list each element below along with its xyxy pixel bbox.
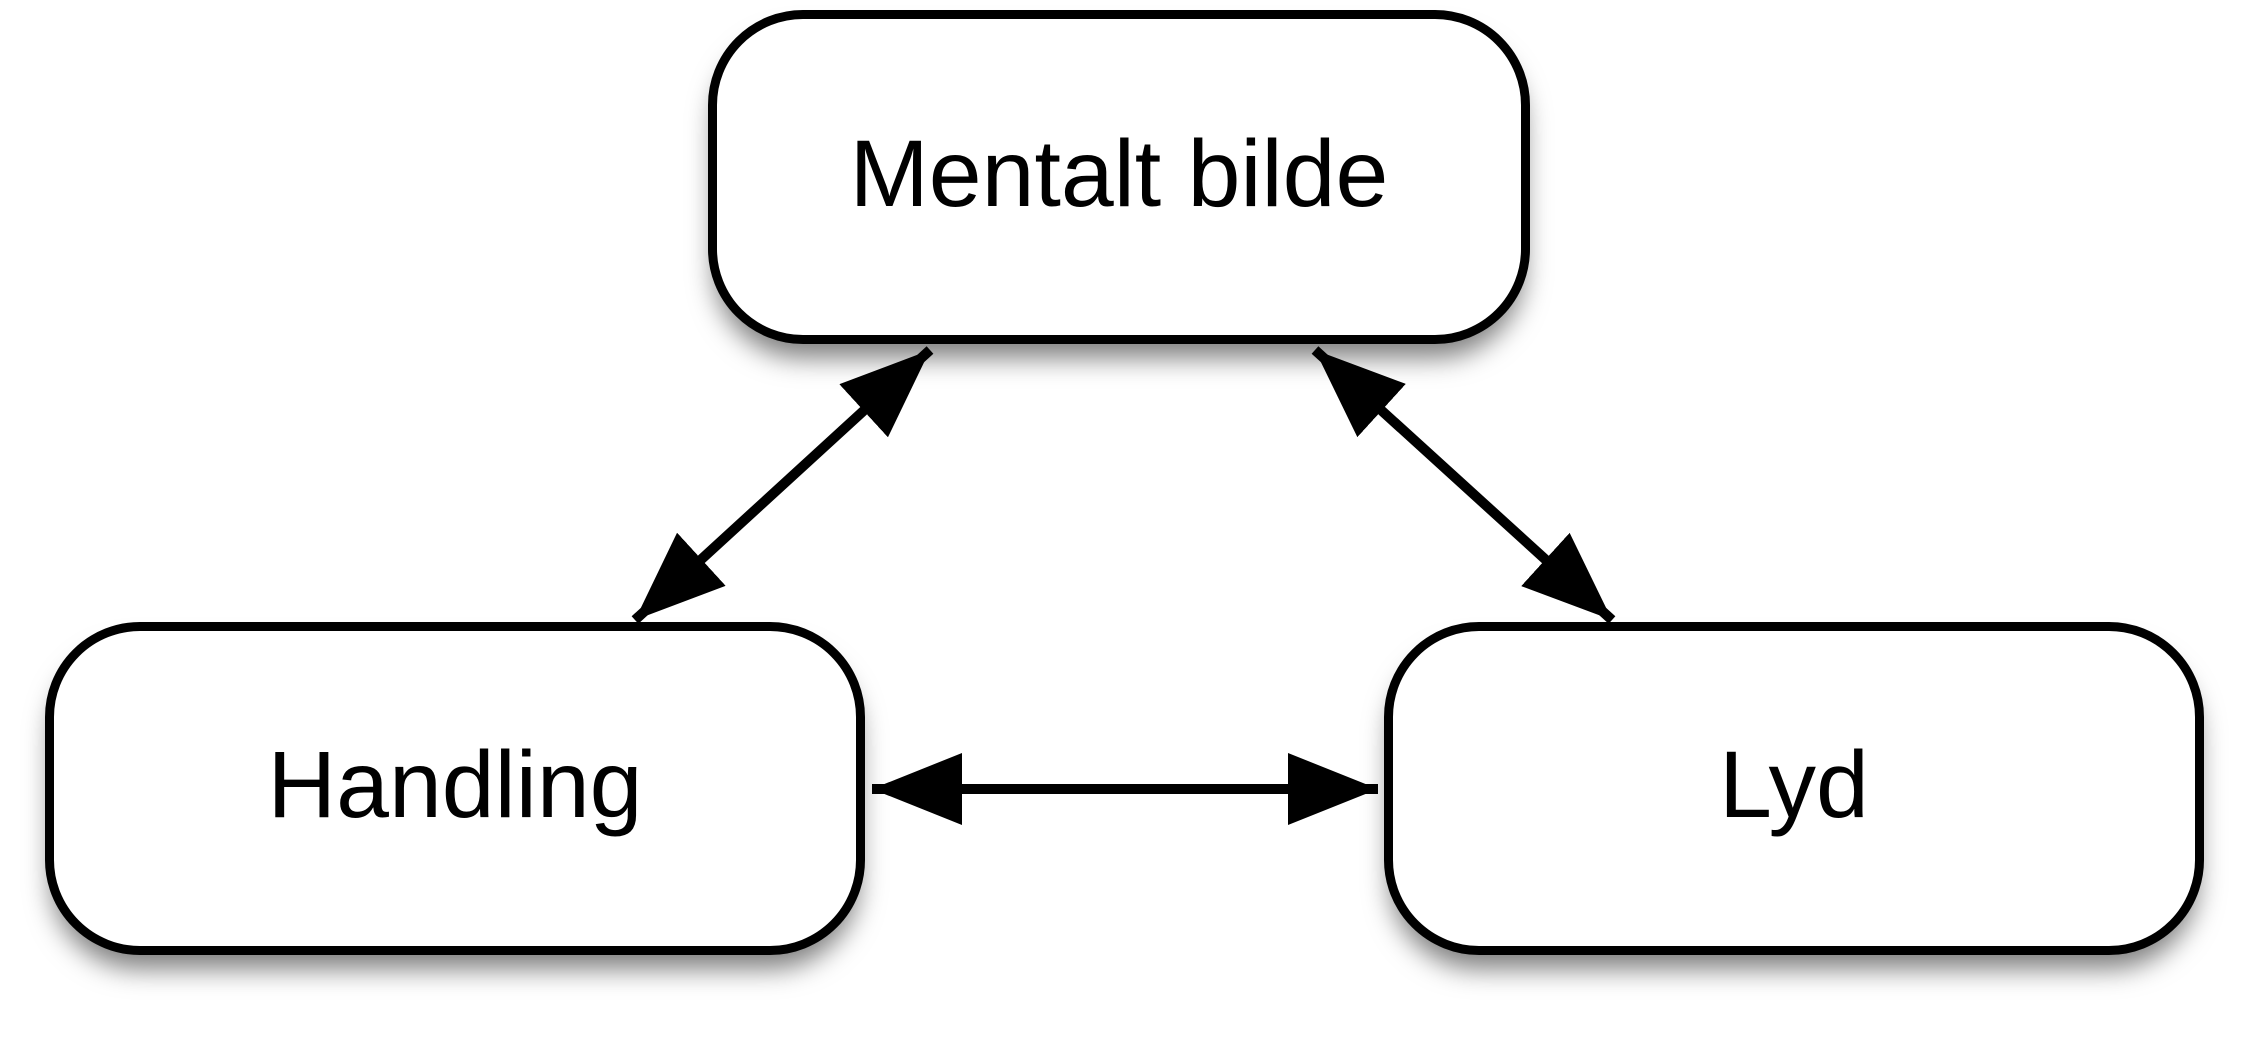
node-mentalt-bilde: Mentalt bilde: [708, 10, 1530, 344]
node-handling-label: Handling: [267, 732, 643, 838]
node-lyd: Lyd: [1384, 622, 2204, 955]
node-mentalt-bilde-label: Mentalt bilde: [849, 120, 1389, 227]
edge-mentalt-bilde-handling: [631, 346, 934, 624]
node-handling: Handling: [45, 622, 865, 955]
node-lyd-label: Lyd: [1719, 732, 1869, 838]
edge-mentalt-bilde-lyd: [1311, 346, 1616, 624]
